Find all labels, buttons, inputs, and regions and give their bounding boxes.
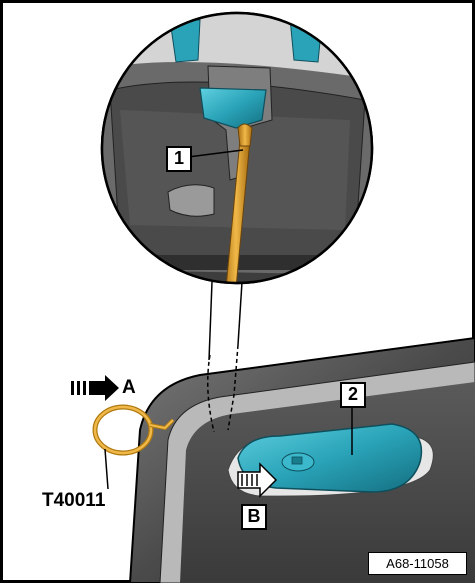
reference-code: A68-11058 bbox=[368, 552, 467, 575]
magnifier-connector-left bbox=[208, 281, 213, 361]
magnifier-connector-right bbox=[237, 281, 243, 346]
callout-2: 2 bbox=[340, 382, 366, 408]
callout-b: B bbox=[241, 504, 267, 530]
tool-leader bbox=[104, 448, 109, 490]
view-arrow-icon bbox=[71, 375, 119, 401]
motion-arrow-icon bbox=[237, 462, 278, 498]
callout-1: 1 bbox=[166, 146, 192, 172]
detail-magnifier bbox=[100, 11, 374, 285]
tool-t40011 bbox=[92, 404, 175, 456]
insertion-path bbox=[207, 354, 215, 433]
view-a-label: A bbox=[122, 377, 136, 398]
tool-label: T40011 bbox=[42, 490, 106, 511]
insertion-path-2 bbox=[227, 344, 239, 431]
callout-1-leader bbox=[187, 149, 244, 158]
